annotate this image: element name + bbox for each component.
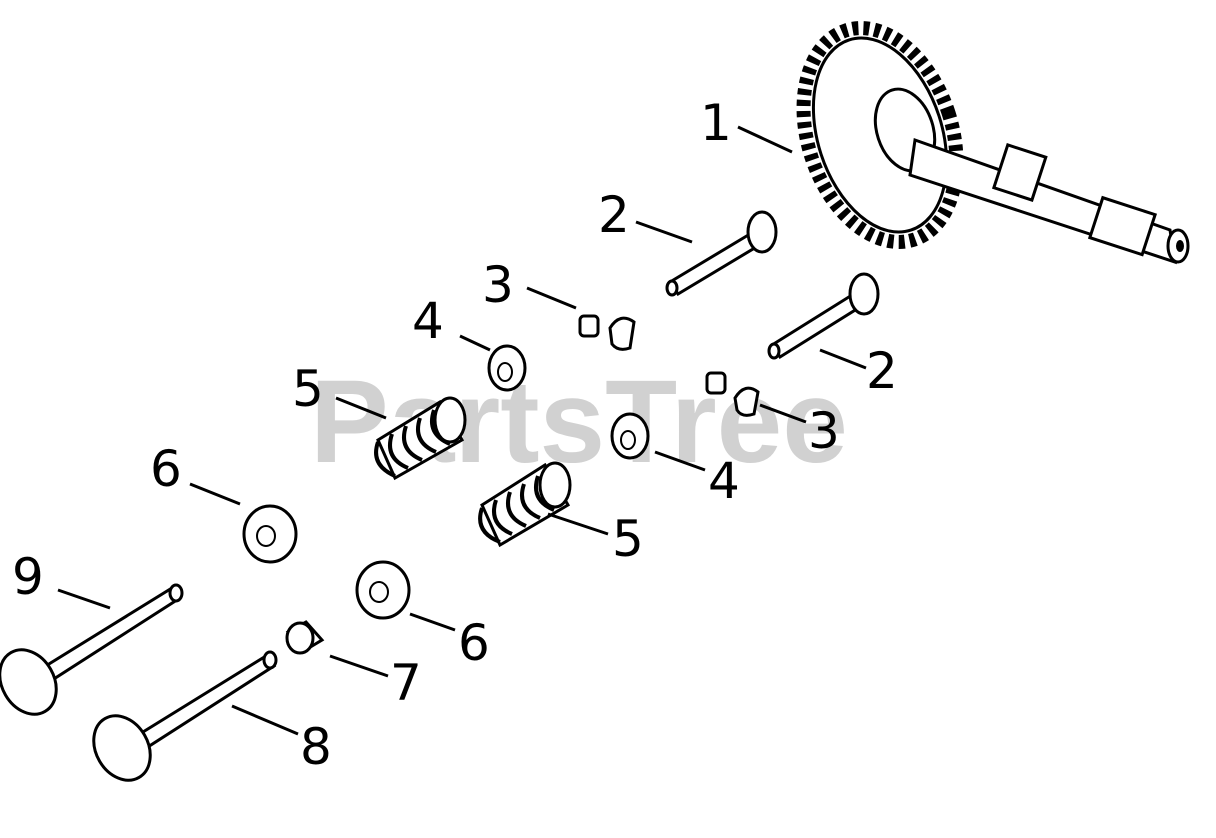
callout-3-upper: 3 (482, 256, 514, 314)
leader-lines (57, 125, 867, 736)
valve-tappet-lower (767, 272, 880, 360)
callout-labels: 1 2 2 3 3 4 4 5 5 6 6 7 8 9 (12, 94, 898, 776)
callout-9: 9 (12, 548, 44, 606)
intake-valve (0, 583, 184, 716)
callout-5-upper: 5 (292, 360, 324, 418)
spring-retainer-lower (610, 412, 650, 460)
callout-2-upper: 2 (598, 186, 630, 244)
camshaft-gear (796, 21, 1190, 265)
valve-seal (285, 620, 325, 655)
callout-1: 1 (700, 94, 732, 152)
exhaust-valve (92, 650, 278, 782)
callout-7: 7 (390, 654, 422, 712)
spring-retainer-upper (487, 344, 527, 392)
callout-5-lower: 5 (612, 510, 644, 568)
valve-keeper-upper (578, 314, 636, 351)
callout-6-upper: 6 (150, 440, 182, 498)
valve-spring-upper (374, 396, 467, 481)
callout-3-lower: 3 (808, 402, 840, 460)
valve-spring-lower (478, 461, 572, 548)
washer-lower (355, 560, 411, 620)
valve-tappet-upper (665, 210, 778, 297)
callout-8: 8 (300, 718, 332, 776)
callout-4-lower: 4 (708, 452, 740, 510)
callout-4-upper: 4 (412, 292, 444, 350)
callout-6-lower: 6 (458, 614, 490, 672)
washer-upper (242, 504, 298, 564)
callout-2-lower: 2 (866, 342, 898, 400)
valve-keeper-lower (705, 371, 760, 417)
